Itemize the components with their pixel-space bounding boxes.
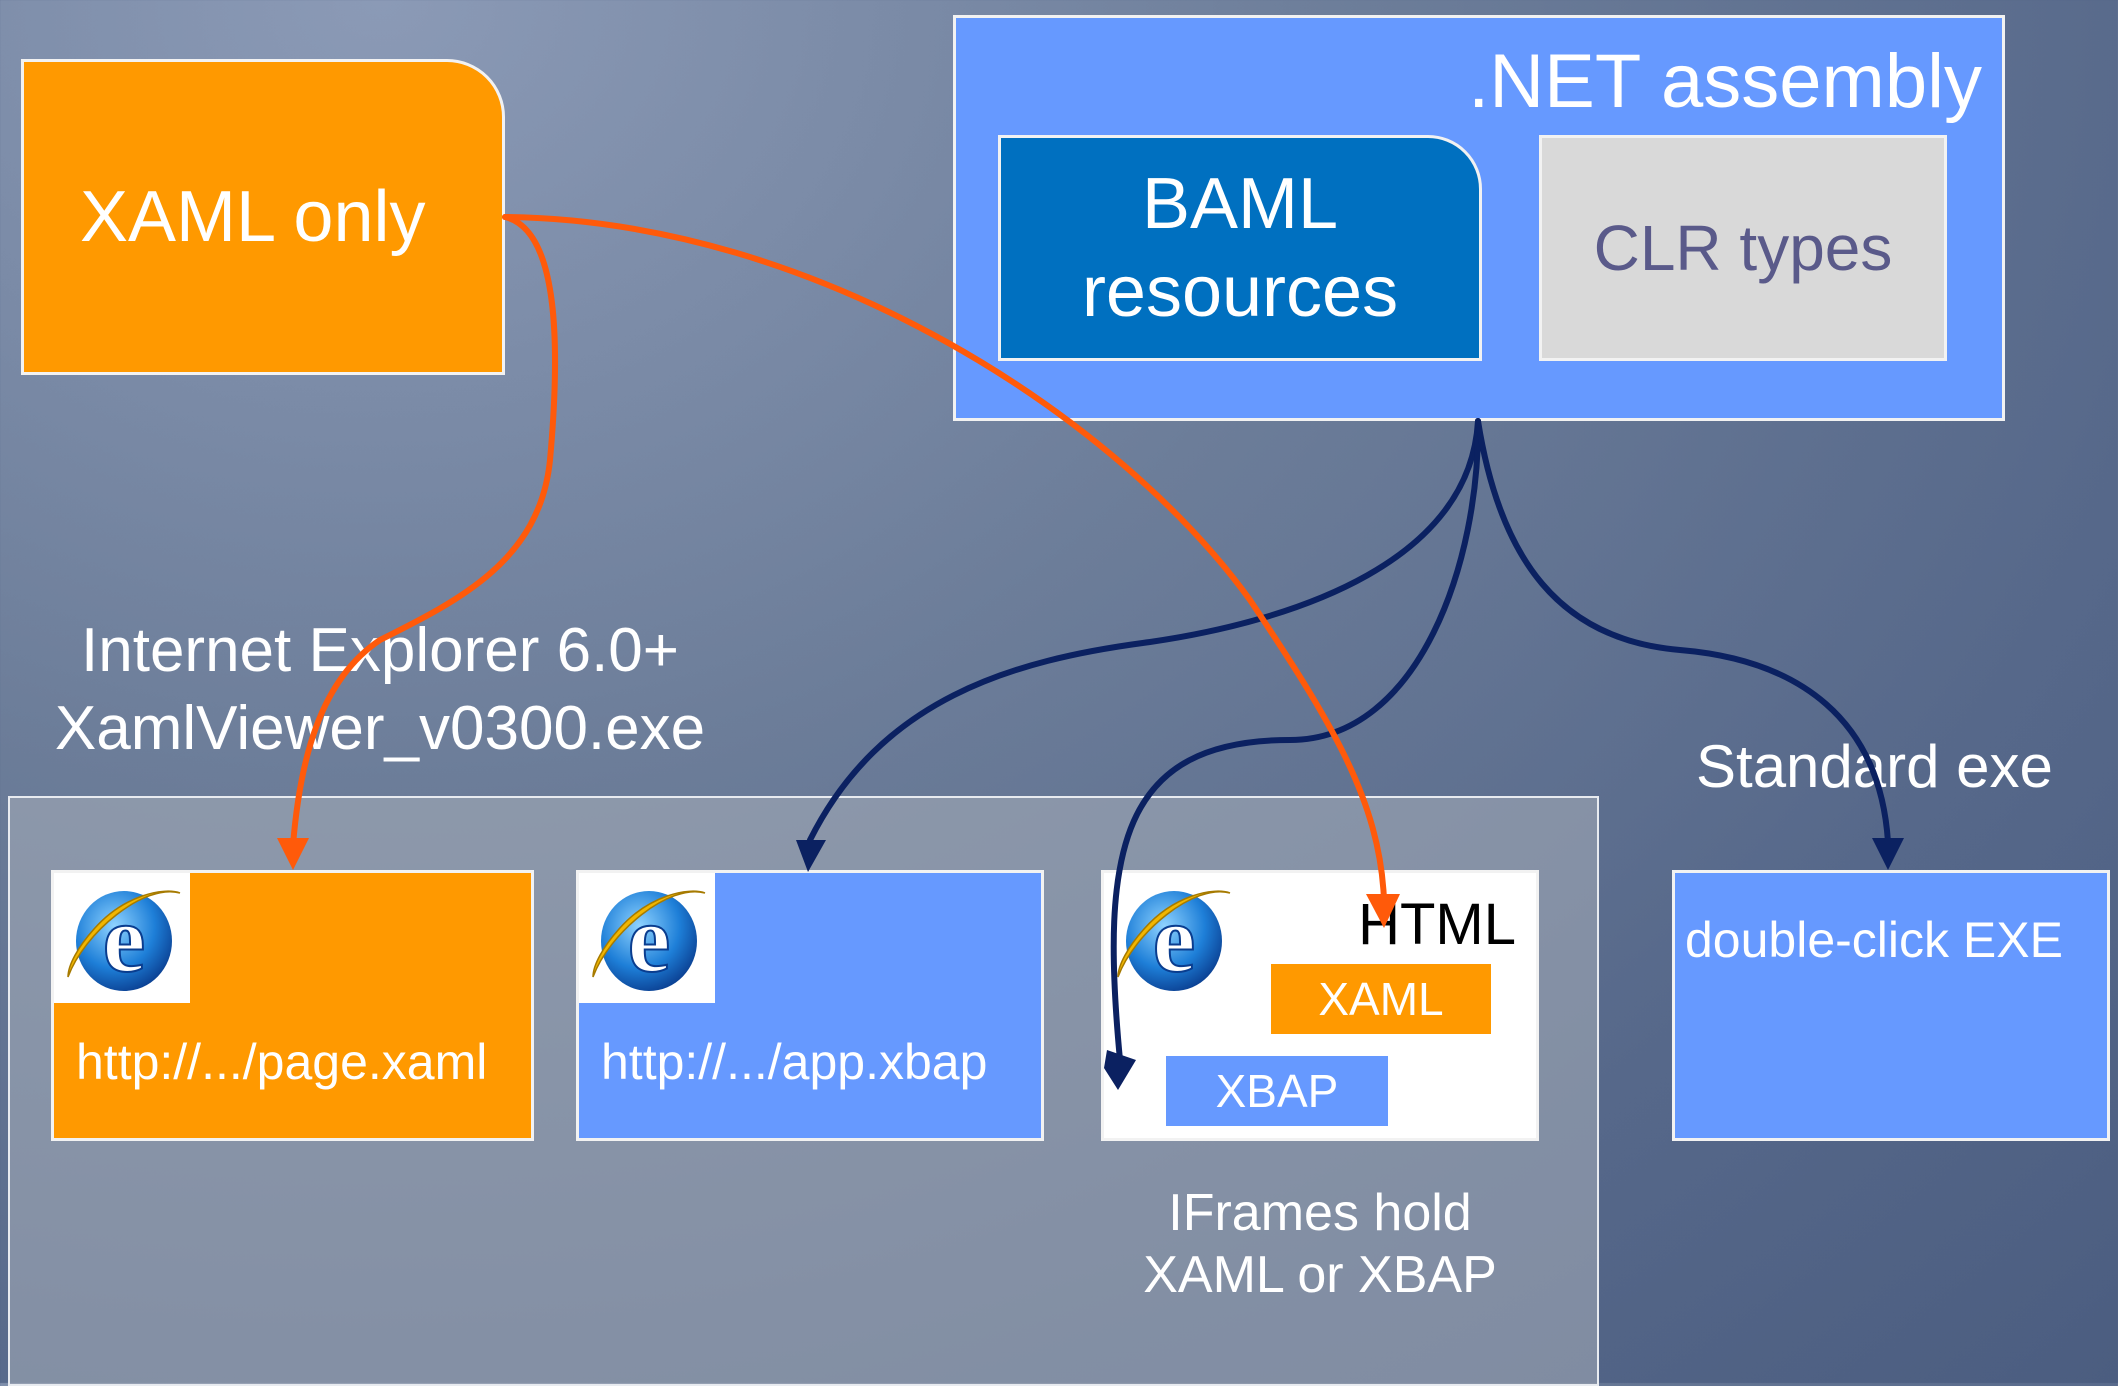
html-frame: e HTML XAML XBAP xyxy=(1101,870,1539,1141)
baml-line1: BAML xyxy=(1141,164,1339,244)
internet-explorer-icon: e xyxy=(579,873,715,1003)
app-xbap-frame: e http://.../app.xbap xyxy=(576,870,1044,1141)
arrowhead-exe xyxy=(1872,838,1904,870)
html-label: HTML xyxy=(1358,892,1516,957)
double-click-exe-label: double-click EXE xyxy=(1685,912,2063,968)
internet-explorer-label: Internet Explorer 6.0+ XamlViewer_v0300.… xyxy=(0,612,760,768)
xaml-only-label: XAML only xyxy=(80,177,426,257)
baml-resources-box: BAML resources xyxy=(998,135,1482,361)
inner-xbap-label: XBAP xyxy=(1215,1065,1339,1117)
baml-line2: resources xyxy=(1081,252,1399,332)
exe-frame: double-click EXE xyxy=(1672,870,2110,1141)
arrow-assembly-to-xbap xyxy=(807,418,1481,843)
inner-xaml-label: XAML xyxy=(1318,973,1444,1025)
page-xaml-url: http://.../page.xaml xyxy=(76,1034,488,1090)
inner-xaml-box: XAML xyxy=(1271,964,1491,1034)
ie-label-line1: Internet Explorer 6.0+ xyxy=(81,616,679,685)
net-assembly-box: .NET assembly BAML resources CLR types xyxy=(953,15,2005,421)
xaml-only-box: XAML only xyxy=(21,59,505,375)
app-xbap-url: http://.../app.xbap xyxy=(601,1034,988,1090)
clr-types-box: CLR types xyxy=(1539,135,1947,361)
internet-explorer-icon: e xyxy=(54,873,190,1003)
clr-types-label: CLR types xyxy=(1593,212,1893,284)
svg-text:e: e xyxy=(103,885,146,992)
iframe-note-line1: IFrames hold xyxy=(1168,1184,1472,1242)
ie-label-line2: XamlViewer_v0300.exe xyxy=(54,694,706,763)
page-xaml-frame: e http://.../page.xaml xyxy=(51,870,534,1141)
standard-exe-label: Standard exe xyxy=(1696,733,2053,800)
iframe-note: IFrames hold XAML or XBAP xyxy=(1120,1182,1520,1306)
iframe-note-line2: XAML or XBAP xyxy=(1143,1246,1497,1304)
inner-xbap-box: XBAP xyxy=(1166,1056,1388,1126)
net-assembly-title: .NET assembly xyxy=(1468,39,1982,124)
internet-explorer-icon: e xyxy=(1104,873,1240,1003)
